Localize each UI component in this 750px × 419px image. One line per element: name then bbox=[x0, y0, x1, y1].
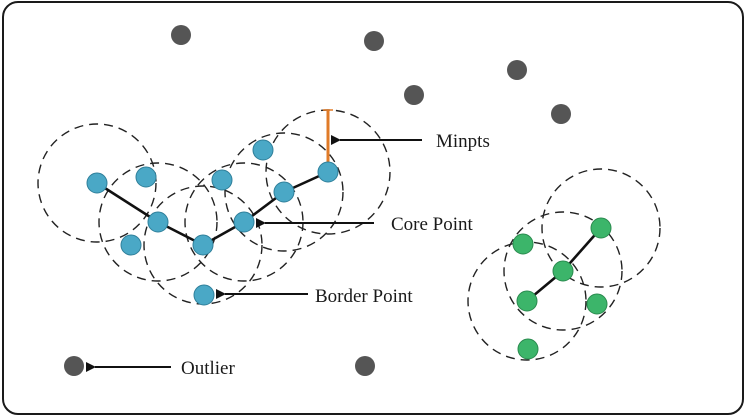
eps-circle bbox=[224, 132, 344, 252]
cluster-point bbox=[120, 234, 142, 256]
eps-circle bbox=[541, 168, 661, 288]
cluster-point bbox=[192, 234, 214, 256]
noise-point bbox=[551, 104, 571, 124]
noise-point bbox=[507, 60, 527, 80]
cluster-point bbox=[317, 161, 339, 183]
noise-point bbox=[364, 31, 384, 51]
outlier-label: Outlier bbox=[181, 358, 235, 379]
cluster-point bbox=[135, 166, 157, 188]
cluster-point bbox=[211, 169, 233, 191]
noise-point bbox=[404, 85, 424, 105]
eps-circle bbox=[503, 211, 623, 331]
eps-circle bbox=[98, 162, 218, 282]
noise-point bbox=[171, 25, 191, 45]
minpts-label: Minpts bbox=[436, 131, 490, 152]
cluster-point bbox=[516, 290, 538, 312]
outlier-point bbox=[64, 356, 84, 376]
cluster-point bbox=[586, 293, 608, 315]
eps-circle bbox=[37, 123, 157, 243]
cluster-point bbox=[147, 211, 169, 233]
cluster-point bbox=[512, 233, 534, 255]
cluster-point bbox=[517, 338, 539, 360]
core-link bbox=[96, 181, 159, 224]
noise-point bbox=[355, 356, 375, 376]
cluster-point bbox=[590, 217, 612, 239]
cluster-point bbox=[86, 172, 108, 194]
cluster-point bbox=[273, 181, 295, 203]
core-point-label: Core Point bbox=[391, 214, 474, 235]
border-point bbox=[193, 284, 215, 306]
cluster-point bbox=[552, 260, 574, 282]
diagram-frame bbox=[2, 1, 744, 415]
cluster-point bbox=[252, 139, 274, 161]
border-point-label: Border Point bbox=[315, 286, 413, 307]
cluster-point bbox=[233, 211, 255, 233]
